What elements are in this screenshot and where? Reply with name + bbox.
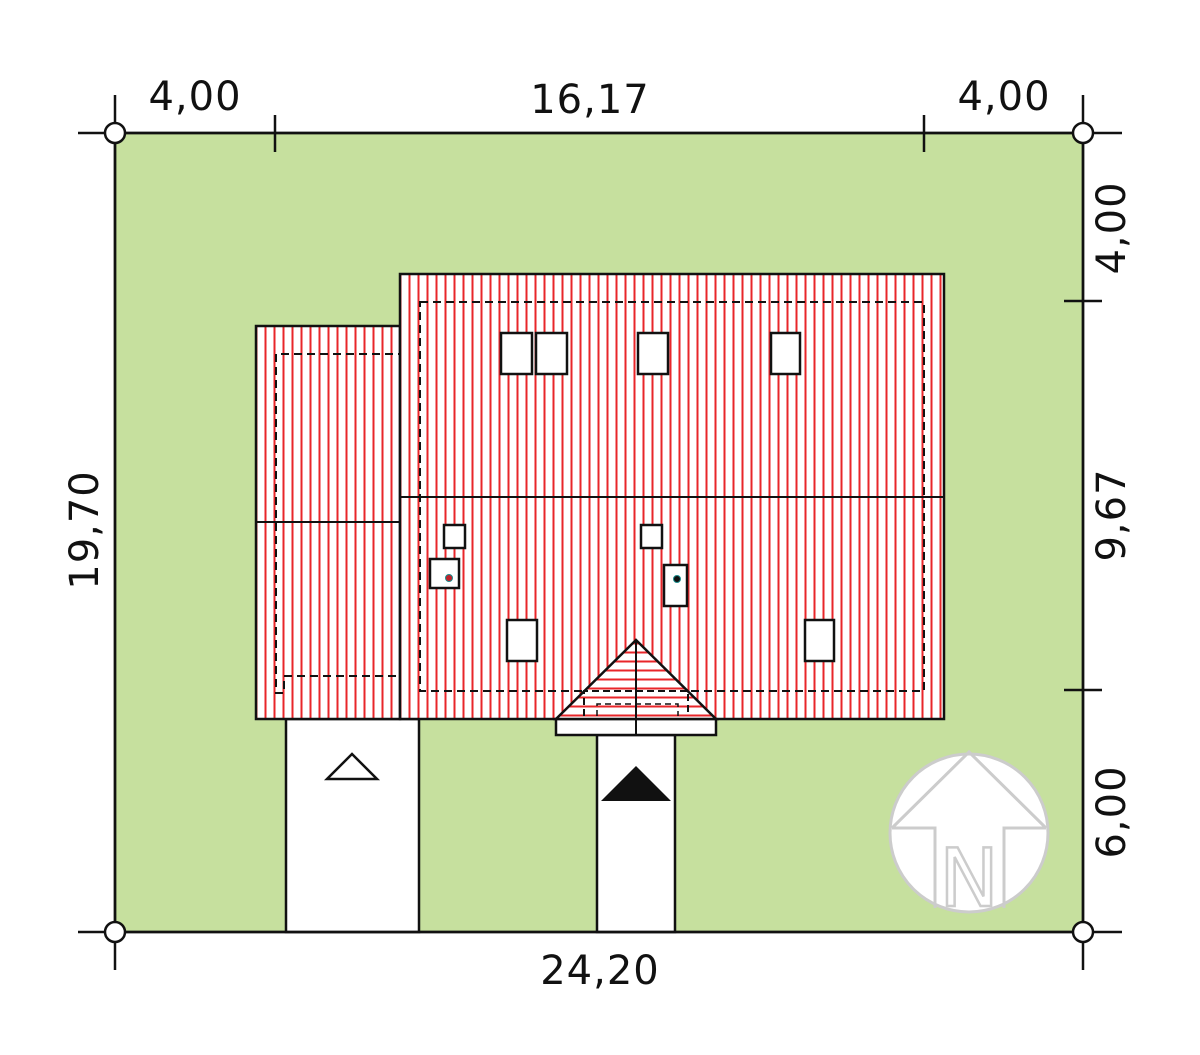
roof-window [505,618,539,663]
roof-window [534,331,569,376]
garage-roof [254,324,419,721]
roof-window [803,618,836,663]
dimension-bottom-total: 24,20 [540,948,660,994]
dimension-right-bottom: 6,00 [1089,765,1135,858]
garage-driveway [284,717,421,934]
dimension-line-right [1064,133,1102,932]
roof-vent-dot [673,575,681,583]
compass-letter: N [939,832,999,925]
main-roof [398,272,946,721]
dimension-left-total: 19,70 [62,470,108,590]
dimension-top-middle: 16,17 [530,77,650,123]
corner-marker [103,920,127,944]
roof-window [769,331,802,376]
dimension-right-middle: 9,67 [1089,468,1135,561]
roof-vent [428,557,461,590]
dimension-top-left: 4,00 [148,74,241,120]
entrance-walkway [595,733,677,934]
main-entrance-arrow [601,766,671,801]
corner-marker [103,121,127,145]
dimension-right-top: 4,00 [1089,181,1135,274]
chimney [639,523,664,550]
roof-window [499,331,534,376]
corner-marker [1071,920,1095,944]
corner-marker [1071,121,1095,145]
roof-vent [662,563,689,608]
roof-window [636,331,670,376]
north-compass-icon: N [888,749,1050,926]
dimension-top-right: 4,00 [957,74,1050,120]
garage-entrance-arrow [323,752,381,781]
roof-vent-dot [445,574,453,582]
chimney [442,523,467,550]
